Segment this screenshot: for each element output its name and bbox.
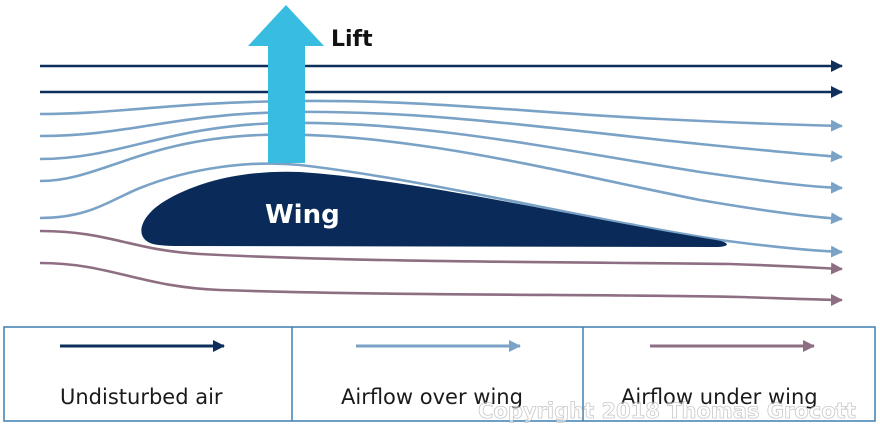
streamline-over — [39, 99, 843, 132]
streamline-over — [39, 133, 843, 225]
streamline-over — [39, 121, 843, 194]
streamline-over — [39, 110, 843, 163]
legend-item-under: Airflow under wing — [621, 340, 818, 409]
legend-label: Airflow over wing — [341, 385, 523, 409]
legend-label: Undisturbed air — [60, 385, 223, 409]
streamline-over — [39, 162, 843, 258]
legend-frame — [3, 326, 876, 422]
legend: Undisturbed air Airflow over wing Airflo… — [3, 326, 876, 422]
copyright-watermark: Copyright 2018 Thomas Grocott — [478, 399, 856, 423]
legend-item-over: Airflow over wing — [341, 340, 523, 409]
streamline-under — [39, 229, 843, 275]
lift-label: Lift — [331, 27, 373, 52]
undisturbed-streamlines — [40, 60, 843, 98]
under-wing-streamlines — [39, 229, 843, 306]
wing-label: Wing — [265, 200, 340, 230]
legend-item-undisturbed: Undisturbed air — [60, 340, 225, 409]
lift-arrow-icon — [248, 5, 324, 163]
wing-airfoil — [141, 171, 727, 247]
streamline-under — [39, 261, 843, 306]
over-wing-streamlines — [39, 99, 843, 258]
legend-label: Airflow under wing — [621, 385, 818, 409]
